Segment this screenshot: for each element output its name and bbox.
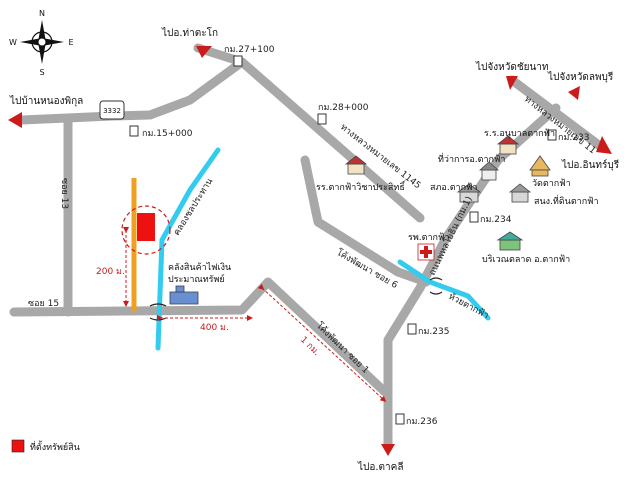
- market-icon: [496, 231, 524, 251]
- km-post-icon: [407, 323, 417, 335]
- dir-tha-tako: ไปอ.ท่าตะโก: [161, 26, 218, 39]
- label-temple: วัดตากฟ้า: [532, 178, 571, 189]
- compass-south-icon: [38, 42, 46, 64]
- label-market: บริเวณตลาด อ.ตากฟ้า: [482, 254, 570, 265]
- arrow-chainat-icon: [506, 76, 518, 90]
- road-hwy-3332: [17, 57, 247, 125]
- warehouse-icon: [169, 285, 199, 305]
- school-witthaya-icon: [344, 155, 368, 175]
- km-236: กม.236: [406, 417, 438, 427]
- district-office-icon: [478, 161, 500, 181]
- label-district-office: ที่ว่าการอ.ตากฟ้า: [438, 152, 505, 165]
- km-post-icons: [129, 55, 557, 425]
- dir-lopburi: ไปจังหวัดลพบุรี: [547, 71, 614, 83]
- hwy-3332-shield: 3332: [99, 100, 125, 120]
- school-anuban-icon: [496, 135, 520, 155]
- distance-markers: [123, 227, 387, 403]
- label-soi-15: ซอย 15: [28, 299, 59, 309]
- arrow-inburi-icon: [596, 136, 612, 154]
- road-soi-6: [300, 155, 431, 287]
- compass-w: W: [9, 38, 17, 47]
- landmark-icons: [169, 135, 551, 305]
- km-post-icon: [233, 55, 243, 67]
- road-hwy-11-north: [507, 75, 605, 151]
- compass-s: S: [39, 68, 44, 77]
- legend-swatch: [11, 439, 25, 453]
- km-post-icon: [317, 113, 327, 125]
- arrow-lopburi-icon: [568, 86, 580, 100]
- arrow-west-icon: [8, 112, 22, 128]
- distance-1km: 1 กม.: [298, 335, 321, 358]
- legend-label: ที่ตั้งทรัพย์สิน: [30, 440, 80, 453]
- km-235: กม.235: [418, 327, 449, 337]
- legend: ที่ตั้งทรัพย์สิน: [11, 439, 80, 453]
- km-234: กม.234: [480, 215, 512, 225]
- distance-200m: 200 ม.: [96, 267, 125, 277]
- km-15: กม.15+000: [142, 129, 193, 139]
- compass: N S E W: [9, 9, 73, 77]
- compass-e: E: [68, 38, 73, 47]
- compass-n: N: [39, 9, 45, 18]
- km-post-icon: [395, 413, 405, 425]
- label-soi-13: ซอย 13: [59, 178, 69, 209]
- label-warehouse: คลังสินค้าไฟเงิน: [168, 262, 231, 273]
- distance-400m: 400 ม.: [200, 323, 229, 333]
- canal-huai-takfa: [397, 259, 491, 321]
- dir-inburi: ไปอ.อินทร์บุรี: [561, 159, 620, 171]
- property-marker: [137, 213, 155, 241]
- km-233: กม.233: [558, 133, 589, 143]
- hospital-icon: [417, 243, 435, 261]
- dir-ban-nong-phikun: ไปบ้านหนองพิกุล: [9, 95, 83, 107]
- bridge-hwy11-icon: [429, 277, 443, 295]
- km-post-icon: [547, 129, 557, 141]
- label-police: สภอ.ตากฟ้า: [430, 182, 477, 193]
- canals: [155, 147, 491, 351]
- label-land-office: สนง.ที่ดินตากฟ้า: [534, 194, 599, 207]
- label-hospital: รพ.ตากฟ้า: [408, 232, 449, 243]
- km-28: กม.28+000: [318, 103, 369, 113]
- km-post-icon: [469, 211, 479, 223]
- temple-icon: [529, 155, 551, 177]
- label-school-witthaya: รร.ตากฟ้าวิชาประสิทธิ์: [316, 180, 406, 193]
- distance-1km-line: [257, 283, 387, 403]
- land-office-icon: [508, 183, 532, 203]
- km-27: กม.27+100: [224, 45, 275, 55]
- km-post-icon: [129, 125, 139, 137]
- hwy-3332-text: 3332: [103, 107, 121, 115]
- canal-khlong-prathan: [155, 147, 221, 351]
- label-soi-1: โค้งพัฒนา ซอย 1: [314, 320, 371, 376]
- label-school-anuban: ร.ร.อนุบาลตากฟ้า: [484, 128, 555, 139]
- compass-west-icon: [20, 38, 42, 46]
- label-warehouse-sub: ประมาณทรัพย์: [168, 273, 225, 285]
- dir-takhli: ไปอ.ตาคลี: [357, 461, 404, 473]
- compass-east-icon: [42, 38, 64, 46]
- arrow-takhli-icon: [381, 444, 395, 456]
- property-circle: [121, 205, 171, 255]
- compass-north-icon: [38, 20, 46, 42]
- direction-arrows: [8, 46, 612, 456]
- dir-chainat: ไปจังหวัดชัยนาท: [475, 61, 549, 73]
- police-icon: [456, 183, 482, 203]
- arrow-tha-tako-icon: [196, 46, 212, 58]
